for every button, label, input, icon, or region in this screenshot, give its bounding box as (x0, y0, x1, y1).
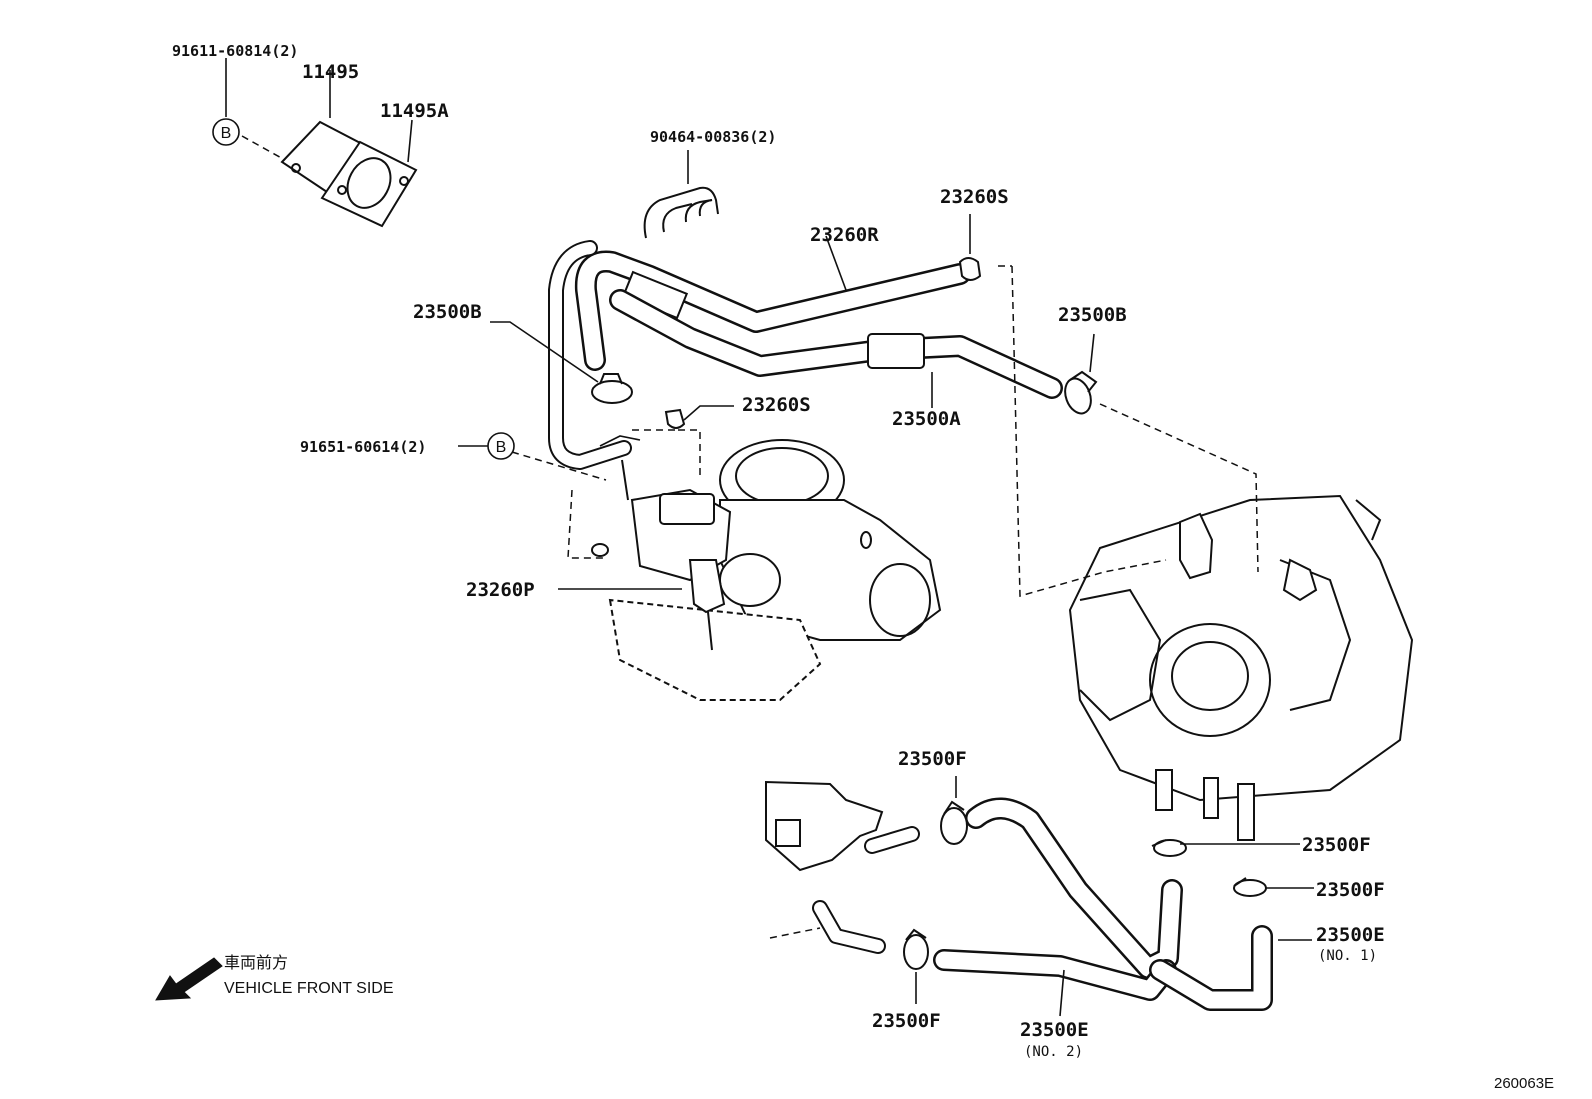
drawing-code: 260063E (1494, 1075, 1554, 1092)
clamp-23500f-r1 (1151, 839, 1187, 857)
label-23500f-r2: 23500F (1316, 879, 1385, 901)
label-23260s-top: 23260S (940, 186, 1009, 208)
clamp-23500f-r2 (1233, 877, 1267, 897)
label-23500b-left: 23500B (413, 301, 482, 323)
label-23500e-right: 23500E (1316, 924, 1385, 946)
front-direction-indicator: 車両前方 VEHICLE FRONT SIDE (155, 954, 394, 1001)
lower-hose-23500e-no1 (1149, 925, 1273, 1011)
label-23500f-r1: 23500F (1302, 834, 1371, 856)
label-23260p: 23260P (466, 579, 535, 601)
direction-jp: 車両前方 (224, 954, 288, 972)
svg-text:B: B (496, 439, 507, 456)
left-vertical-hose (548, 240, 632, 470)
clamp-23500f-bottom (903, 928, 929, 970)
label-23500e-bottom: 23500E (1020, 1019, 1089, 1041)
direction-en: VEHICLE FRONT SIDE (224, 980, 394, 997)
label-91611-60814: 91611-60814(2) (172, 42, 298, 60)
label-91651-60614: 91651-60614(2) (300, 438, 426, 456)
upper-hose-23500a (609, 289, 1063, 399)
throttle-body (591, 435, 942, 701)
svg-text:B: B (221, 125, 232, 142)
lower-housing (765, 780, 920, 954)
gasket-assembly (280, 70, 418, 228)
engine-block (1068, 494, 1414, 841)
label-23260r: 23260R (810, 224, 879, 246)
callout-b-top: B (212, 118, 240, 146)
label-11495a: 11495A (380, 100, 449, 122)
label-23500a: 23500A (892, 408, 961, 430)
clamp-23500f-top (940, 776, 968, 845)
label-23500f-top: 23500F (898, 748, 967, 770)
label-90464-00836: 90464-00836(2) (650, 128, 776, 146)
upper-hose-23260r (574, 250, 971, 371)
label-23500e-right-sub: (NO. 1) (1318, 948, 1377, 964)
label-23500b-right: 23500B (1058, 304, 1127, 326)
clamp-23260s-top (958, 214, 982, 281)
direction-arrow-icon (155, 957, 223, 1001)
clamp-23260s-mid (664, 408, 686, 429)
label-11495: 11495 (302, 61, 359, 83)
callout-b-mid: B (487, 432, 515, 460)
label-23500e-bottom-sub: (NO. 2) (1024, 1044, 1083, 1060)
clamp-23500b-left (591, 373, 633, 404)
label-23500f-bottom: 23500F (872, 1010, 941, 1032)
clamp-23500b-right (1064, 370, 1098, 415)
lower-hose-23500e-no2 (933, 797, 1183, 1001)
label-23260s-mid: 23260S (742, 394, 811, 416)
hose-clip-90464 (643, 150, 719, 239)
